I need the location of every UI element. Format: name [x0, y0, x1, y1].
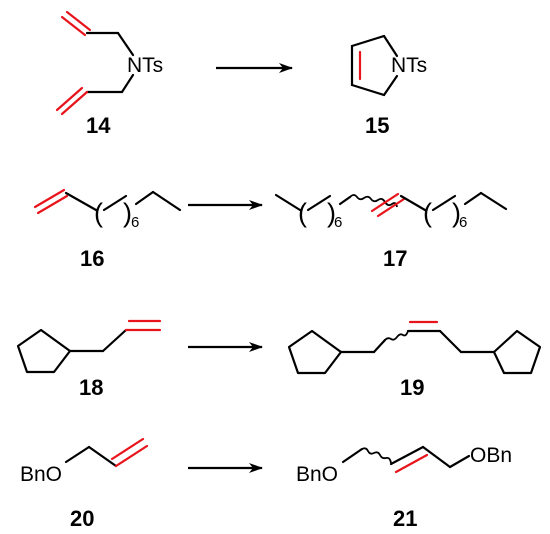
repeat-count-17-right: 6 — [459, 214, 467, 231]
paren-close: ) — [452, 198, 461, 228]
cyclopentane-ring — [287, 329, 343, 375]
compound-15: NTs 15 — [350, 34, 427, 138]
compound-number-21: 21 — [393, 506, 417, 531]
wavy-bond — [349, 194, 398, 208]
compound-number-16: 16 — [80, 246, 104, 271]
compound-number-18: 18 — [79, 375, 103, 400]
bno-label: BnO — [20, 463, 62, 486]
compound-14: NTs 14 — [55, 10, 163, 138]
compound-21: BnO OBn 21 — [296, 444, 512, 531]
repeat-count-16: 6 — [131, 214, 139, 231]
paren-close: ) — [123, 198, 132, 228]
compound-number-15: 15 — [365, 113, 389, 138]
paren-open: ( — [298, 198, 307, 228]
cyclopentane-ring — [16, 328, 72, 374]
paren-open: ( — [423, 198, 432, 228]
compound-number-20: 20 — [70, 506, 94, 531]
repeat-count-17-left: 6 — [334, 214, 342, 231]
paren-close: ) — [327, 198, 336, 228]
wavy-bond — [361, 447, 392, 464]
bno-label: BnO — [296, 463, 338, 486]
compound-17: ( ) 6 ( ) 6 17 — [274, 191, 508, 271]
compound-19: 19 — [287, 320, 542, 400]
compound-16: ( ) 6 16 — [33, 188, 182, 271]
obn-label: OBn — [470, 444, 512, 467]
compound-number-17: 17 — [383, 246, 407, 271]
wavy-bond — [384, 330, 409, 341]
nts-label-15: NTs — [391, 54, 427, 77]
compound-number-14: 14 — [86, 113, 111, 138]
nts-label-14: NTs — [127, 54, 163, 77]
compound-number-19: 19 — [400, 375, 424, 400]
cyclopentane-ring — [492, 329, 542, 375]
compound-20: BnO 20 — [20, 437, 149, 531]
paren-open: ( — [94, 198, 103, 228]
compound-18: 18 — [16, 319, 162, 400]
